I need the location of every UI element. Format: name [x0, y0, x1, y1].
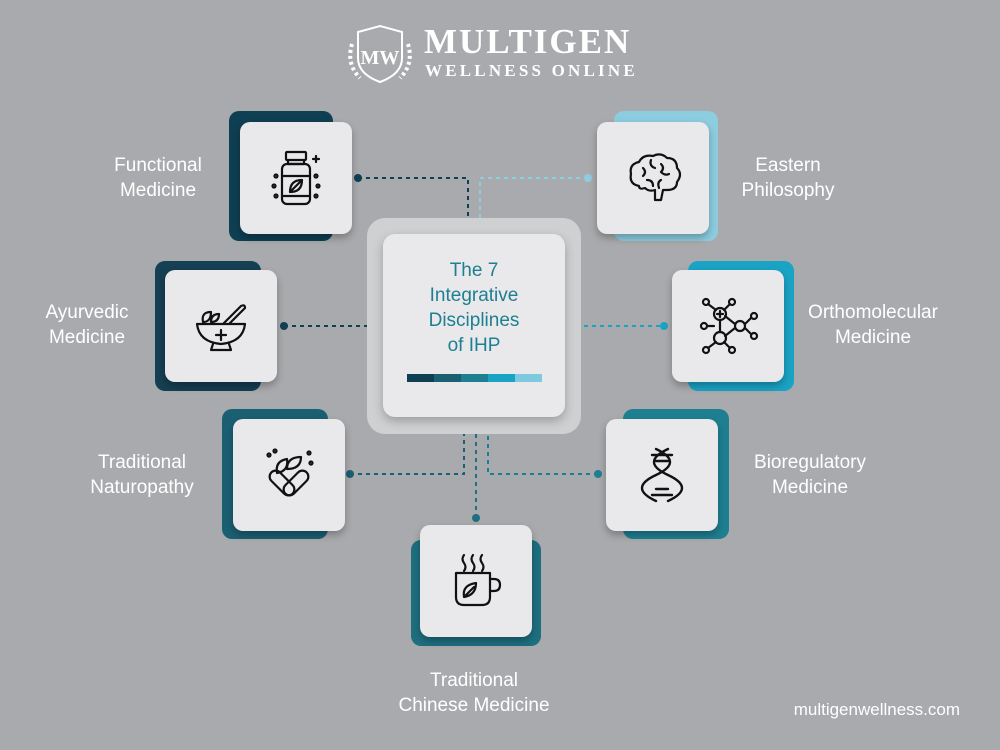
center-color-bar [407, 374, 542, 382]
color-bar-segment [407, 374, 434, 382]
label-functional: Functional Medicine [114, 155, 202, 201]
herbal-tea-cup-icon [454, 553, 502, 607]
color-bar-segment [488, 374, 515, 382]
website-url[interactable]: multigenwellness.com [793, 700, 960, 719]
card-bioregulatory [606, 419, 718, 531]
label-naturopathy: Traditional Naturopathy [90, 452, 194, 498]
connector-naturopathy [350, 426, 465, 475]
card-ayurvedic [165, 270, 277, 382]
center-card [383, 234, 565, 417]
card-eastern [597, 122, 709, 234]
brain-icon [629, 153, 682, 202]
mortar-pestle-icon [195, 304, 247, 352]
seal-text: MW [361, 47, 400, 69]
color-bar-segment [434, 374, 461, 382]
label-orthomolecular: Orthomolecular Medicine [808, 302, 938, 348]
label-ayurvedic: Ayurvedic Medicine [45, 302, 129, 348]
molecule-icon [699, 297, 759, 355]
brand-title: MULTIGEN [424, 22, 632, 61]
card-functional [240, 122, 352, 234]
card-tcm [420, 525, 532, 637]
brand-seal-logo: MW [344, 22, 416, 88]
card-orthomolecular [672, 270, 784, 382]
color-bar-segment [461, 374, 488, 382]
label-bioregulatory: Bioregulatory Medicine [754, 452, 866, 498]
supplement-bottle-icon [271, 150, 321, 206]
connector-eastern [479, 177, 588, 226]
brand-subtitle: WELLNESS ONLINE [425, 61, 638, 80]
center-title: The 7 Integrative Disciplines of IHP [428, 260, 520, 356]
dna-icon [640, 447, 684, 503]
card-naturopathy [233, 419, 345, 531]
label-tcm: Traditional Chinese Medicine [398, 670, 550, 716]
color-bar-segment [515, 374, 542, 382]
herbal-capsules-icon [266, 448, 314, 497]
label-eastern: Eastern Philosophy [741, 155, 835, 201]
